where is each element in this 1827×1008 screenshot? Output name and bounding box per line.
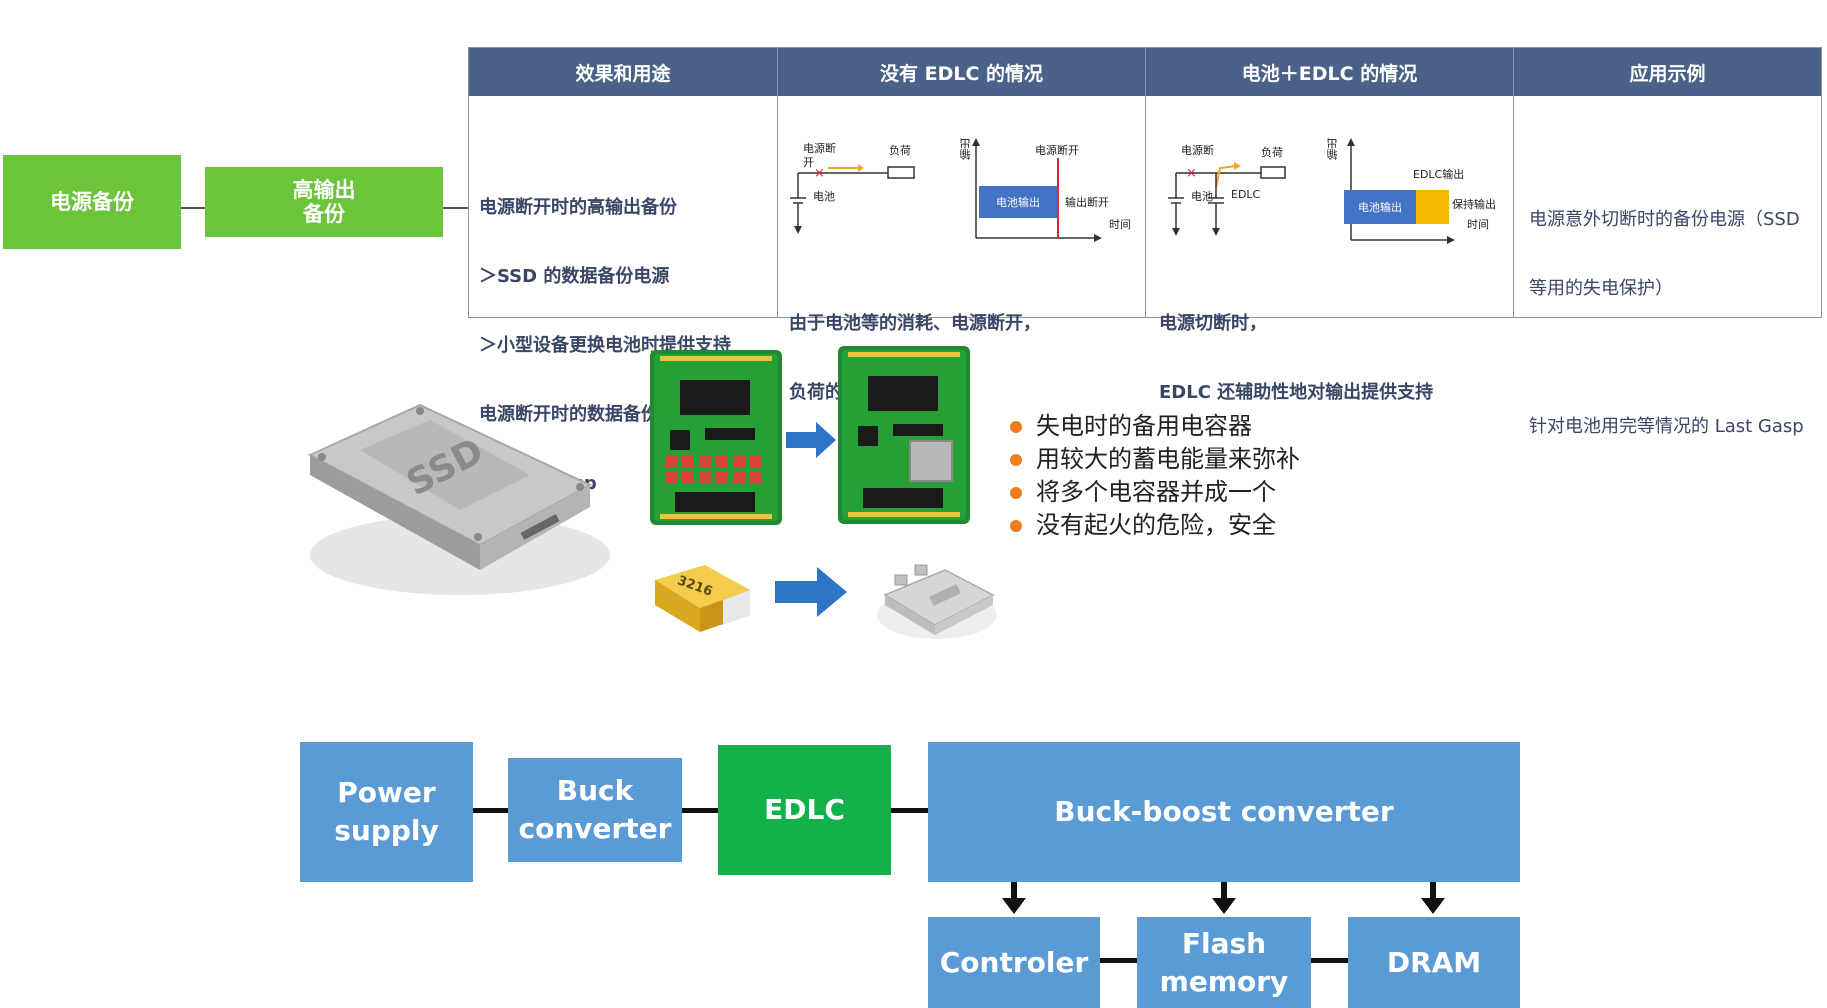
label-output-cut: 输出断开 [1065,196,1109,209]
svg-text:×: × [814,166,825,181]
block-text: DRAM [1386,945,1482,979]
block-text: EDLC [764,793,845,826]
text-line: ＞SSD 的数据备份电源 [479,266,670,287]
flash-memory-block: Flash memory [1137,917,1311,1008]
power-supply-block: Power supply [300,742,473,882]
dram-block: DRAM [1348,917,1520,1008]
text-line: 针对电池用完等情况的 Last Gasp [1529,416,1804,437]
bullet-text: 失电时的备用电容器 [1036,412,1252,440]
connector-line [682,808,718,813]
header-text: 没有 EDLC 的情况 [879,62,1044,85]
label-edlc-output: EDLC输出 [1413,168,1465,181]
battery-output-bar: 电池输出 [979,186,1057,218]
text-line: EDLC 还辅助性地对输出提供支持 [1159,382,1434,403]
label-edlc: EDLC [1231,188,1261,201]
header-effect-use: 效果和用途 [469,48,777,96]
connector-line [1100,958,1137,963]
label-power-cut2: 开 [803,156,814,169]
label-output-axis: 输出 [959,138,972,160]
edlc-comparison-table: 效果和用途 没有 EDLC 的情况 电池＋EDLC 的情况 应用示例 电源断开时… [468,47,1822,494]
arrow-down-icon [1421,882,1445,914]
block-text: memory [1159,964,1289,998]
bar-label: 电池输出 [1358,201,1402,214]
connector-line [443,207,468,209]
text-line: 电源切断时， [1159,313,1267,334]
label-load: 负荷 [1261,146,1283,159]
edlc-output-bar [1416,190,1449,224]
block-text: converter [518,812,672,845]
bar-label: 电池输出 [996,196,1040,209]
buck-converter-block: Buck converter [508,758,682,862]
label-power-disconnect: 电源断开 [1035,144,1079,157]
svg-text:×: × [1186,166,1197,181]
label-time: 时间 [1467,218,1489,231]
bullet-dot-icon [1010,519,1022,532]
battery-output-bar: 电池输出 [1344,190,1416,224]
header-without-edlc: 没有 EDLC 的情况 [778,48,1145,96]
header-text: 电池＋EDLC 的情况 [1241,62,1418,85]
connector-line [1311,958,1348,963]
with-edlc-caption: 电源切断时， EDLC 还辅助性地对输出提供支持 [1159,266,1433,450]
header-text: 效果和用途 [575,62,671,85]
arrow-down-icon [1212,882,1236,914]
connector-line [891,808,928,813]
list-item: 失电时的备用电容器 [1010,410,1300,443]
label-battery: 电池 [813,190,835,203]
arrow-right-icon [786,422,836,458]
tantalum-capacitor-image: 3216 [655,565,750,632]
text-line: 等用的失电保护） [1529,278,1673,299]
pcb-with-capacitors-image [650,350,782,525]
header-application: 应用示例 [1514,48,1821,96]
application-text: 电源意外切断时的备份电源（SSD 等用的失电保护） 针对电池用完等情况的 Las… [1529,162,1804,484]
label-power-cut: 电源断 [803,142,836,155]
arrow-right-icon [775,567,847,617]
buck-boost-converter-block: Buck-boost converter [928,742,1520,882]
header-battery-edlc: 电池＋EDLC 的情况 [1146,48,1513,96]
edlc-block: EDLC [718,745,891,875]
power-backup-box: 电源备份 [3,155,181,249]
list-item: 用较大的蓄电能量来弥补 [1010,443,1300,476]
label-load: 负荷 [889,144,911,157]
controller-block: Controler [928,917,1100,1008]
connector-line [473,808,508,813]
bullet-text: 用较大的蓄电能量来弥补 [1036,445,1300,473]
bullet-dot-icon [1010,453,1022,466]
label-power-cut: 电源断 [1181,144,1214,157]
high-output-line1: 高输出 [292,178,356,202]
block-text: Power [337,776,436,809]
column-divider [1513,48,1514,317]
pcb-with-edlc-image [838,346,970,524]
high-output-backup-box: 高输出 备份 [205,167,443,237]
circuit-without-edlc-diagram: × [790,138,1102,242]
text-line: 电源意外切断时的备份电源（SSD [1529,209,1800,230]
block-text: Flash [1181,926,1267,960]
column-divider [777,48,778,317]
high-output-line2: 备份 [303,202,345,226]
block-text: Buck-boost converter [1054,795,1394,828]
bullet-text: 没有起火的危险，安全 [1036,511,1276,539]
connector-line [181,207,205,209]
label-time: 时间 [1109,218,1131,231]
edlc-component-image [877,564,997,639]
text-line: 电源断开时的高输出备份 [479,197,677,218]
label-output-axis: 输出 [1326,138,1339,160]
text-line: 由于电池等的消耗、电源断开， [789,313,1041,334]
edlc-benefits-list: 失电时的备用电容器 用较大的蓄电能量来弥补 将多个电容器并成一个 没有起火的危险… [1010,410,1300,542]
bullet-text: 将多个电容器并成一个 [1036,478,1276,506]
list-item: 没有起火的危险，安全 [1010,509,1300,542]
column-divider [1145,48,1146,317]
label-keep-output: 保持输出 [1452,198,1496,211]
block-text: supply [334,814,439,847]
header-text: 应用示例 [1629,62,1706,85]
text-line [1529,346,1804,369]
bullet-dot-icon [1010,420,1022,433]
label-battery: 电池 [1191,190,1213,203]
power-backup-label: 电源备份 [50,190,134,214]
bullet-dot-icon [1010,486,1022,499]
arrow-down-icon [1002,882,1026,914]
block-text: Controler [939,945,1089,979]
ssd-drive-illustration: SSD [307,403,610,595]
list-item: 将多个电容器并成一个 [1010,476,1300,509]
block-text: Buck [556,774,634,807]
